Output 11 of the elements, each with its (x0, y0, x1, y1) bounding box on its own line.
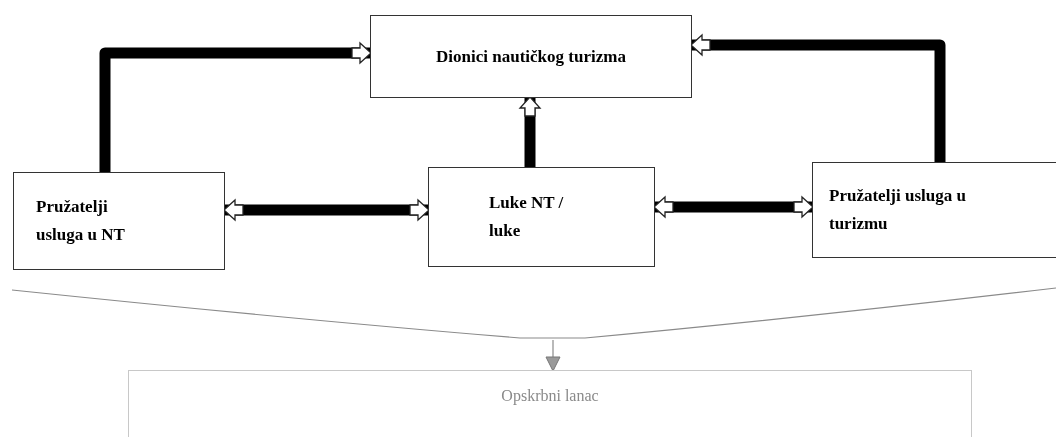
box-label: Pružatelji usluga u NT (36, 196, 126, 246)
box-label: Luke NT / luke (489, 192, 565, 242)
process-box (128, 370, 972, 437)
arrow (545, 339, 561, 372)
box-label: Pružatelji usluga u turizmu (829, 185, 967, 235)
process-box (13, 172, 225, 270)
box-label: Opskrbni lanac (501, 386, 599, 407)
process-box (370, 15, 692, 98)
process-box (812, 162, 1056, 258)
process-box (428, 167, 655, 267)
box-label: Dionici nautičkog turizma (436, 45, 626, 68)
